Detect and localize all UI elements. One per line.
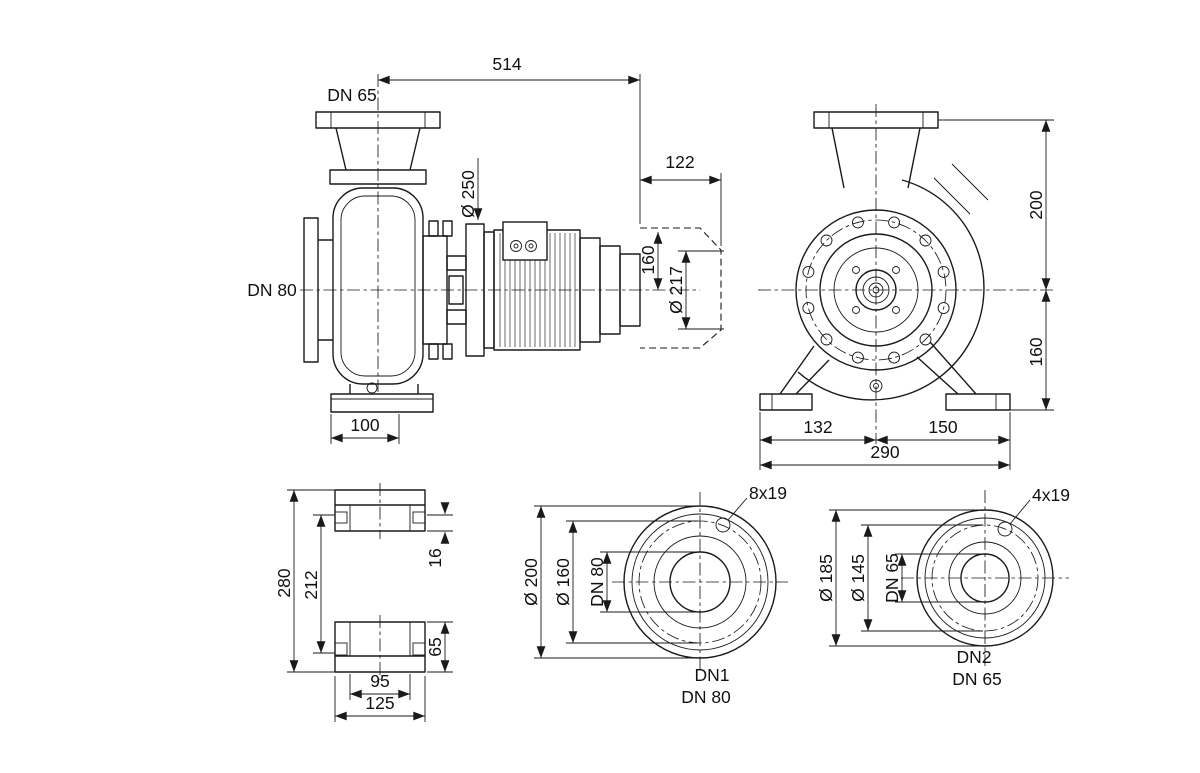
dn2-outer-dia: Ø 185 xyxy=(816,554,836,602)
dn2-outer-circle xyxy=(916,509,1054,647)
dn1-outer-dia: Ø 200 xyxy=(521,558,541,606)
dim-flange-to-center-height: 200 xyxy=(1026,190,1046,219)
dim-motor-top-height: 160 xyxy=(638,245,658,274)
dn2-centerlines xyxy=(901,490,1069,666)
casing-bolts xyxy=(802,216,950,364)
dn1-port-label: DN1 xyxy=(694,665,729,685)
suction-pipe xyxy=(318,239,333,341)
flange-dn2-view xyxy=(901,490,1069,666)
flange-dn1-dimensions: 8x19 Ø 200 Ø 160 DN 80 DN1 DN 80 xyxy=(521,483,787,707)
flange-dn1-view xyxy=(612,492,788,672)
dim-motor-overhang: 122 xyxy=(665,152,694,172)
dn2-port-label: DN2 xyxy=(956,647,991,667)
dim-base-width: 290 xyxy=(870,442,899,462)
dn1-bolt-circle xyxy=(638,520,762,644)
dn1-bore: DN 80 xyxy=(587,557,607,607)
dim-motor-flange-diameter: Ø 250 xyxy=(458,170,478,218)
flange-dn2-dimensions: 4x19 Ø 185 Ø 145 DN 65 DN2 DN 65 xyxy=(816,485,1070,689)
dn2-bore: DN 65 xyxy=(882,553,902,603)
discharge-flange-label: DN 65 xyxy=(327,85,377,105)
dn1-bolt-hole xyxy=(715,517,731,533)
dn1-bolt-circle-dia: Ø 160 xyxy=(553,558,573,606)
side-view xyxy=(300,74,722,413)
dn2-bolt-circle xyxy=(931,524,1039,632)
cable-gland-right xyxy=(525,240,537,252)
dim-foot-offset: 100 xyxy=(350,415,379,435)
dn2-bolt-note: 4x19 xyxy=(1032,485,1070,505)
dim-foot-right-span: 150 xyxy=(928,417,957,437)
casing-bolt-circle xyxy=(805,219,947,361)
upper-rail-section xyxy=(334,489,426,532)
dim-foot-total-height: 280 xyxy=(274,568,294,597)
foot-detail xyxy=(334,483,426,680)
volute-rib xyxy=(933,163,989,215)
dim-overall-length: 514 xyxy=(492,54,521,74)
motor-end-cap xyxy=(619,253,641,327)
motor-extension-dashed-outline xyxy=(640,227,722,349)
dn1-centerlines xyxy=(612,492,788,672)
volute-outline xyxy=(797,179,985,401)
right-foot xyxy=(945,393,1011,411)
left-foot xyxy=(759,393,813,411)
dim-foot-left-span: 132 xyxy=(803,417,832,437)
dim-motor-diameter: Ø 217 xyxy=(666,266,686,314)
dn1-outer-circle xyxy=(623,505,777,659)
drain-plug xyxy=(366,382,378,394)
discharge-neck xyxy=(335,127,421,171)
pump-casing-inner xyxy=(340,195,416,377)
motor-fins xyxy=(499,233,576,347)
dim-center-to-base-height: 160 xyxy=(1026,337,1046,366)
side-view-dimensions: 514 122 Ø 250 160 Ø 217 100 DN 65 DN 80 xyxy=(247,54,724,444)
dim-foot-width: 125 xyxy=(365,693,394,713)
discharge-flange-plate xyxy=(315,111,441,129)
shaft-hub xyxy=(852,266,900,314)
dn2-bolt-circle-dia: Ø 145 xyxy=(848,554,868,602)
extension-lines xyxy=(759,119,1054,470)
base-supports xyxy=(349,384,419,394)
dn2-size-label: DN 65 xyxy=(952,669,1002,689)
dim-rail-thickness: 16 xyxy=(425,548,445,567)
dn1-bolt-leader xyxy=(727,497,748,521)
dn1-bolt-note: 8x19 xyxy=(749,483,787,503)
front-view xyxy=(758,104,1056,444)
dim-slot-spacing: 95 xyxy=(370,671,389,691)
suction-flange-label: DN 80 xyxy=(247,280,297,300)
front-view-dimensions: 200 160 132 150 290 xyxy=(759,119,1054,470)
casing-flange-circle xyxy=(795,209,957,371)
dn2-bolt-hole xyxy=(997,521,1013,537)
casing-drain xyxy=(869,379,883,393)
foot-detail-dimensions: 280 212 16 65 95 125 xyxy=(274,489,453,722)
casing-joint-band xyxy=(329,169,427,185)
suction-flange-plate xyxy=(303,217,319,363)
dim-foot-height: 65 xyxy=(425,637,445,656)
dn2-bolt-leader xyxy=(1009,499,1031,525)
base-plate xyxy=(330,393,434,413)
cable-gland-left xyxy=(510,240,522,252)
dim-foot-inner-height: 212 xyxy=(301,570,321,599)
support-gussets xyxy=(779,341,977,395)
extension-lines xyxy=(639,74,722,246)
discharge-neck-front xyxy=(831,127,921,189)
dn1-size-label: DN 80 xyxy=(681,687,731,707)
terminal-box xyxy=(502,221,548,261)
